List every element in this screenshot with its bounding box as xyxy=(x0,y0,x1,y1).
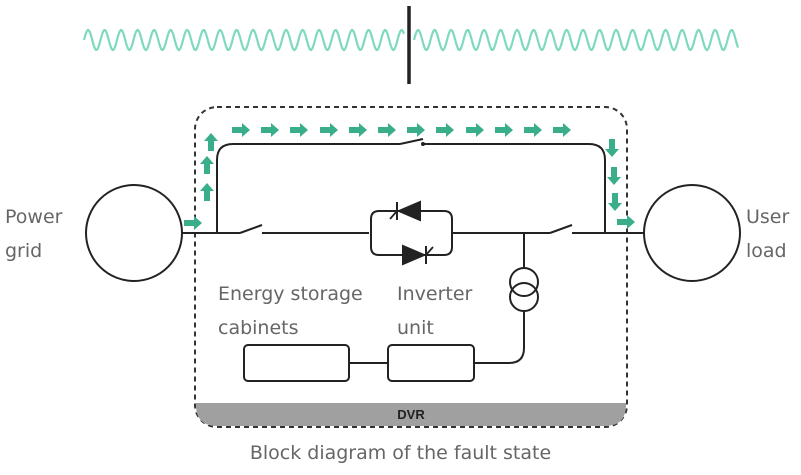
flow-arrow-top xyxy=(436,123,454,137)
transformer-coil-top xyxy=(509,267,539,297)
flow-arrow-top xyxy=(232,123,250,137)
flow-arrow-top xyxy=(261,123,279,137)
flow-arrow-entry xyxy=(184,216,202,230)
voltage-wave-left xyxy=(82,28,406,52)
power-grid-label: Power grid xyxy=(5,206,63,262)
flow-arrow-top xyxy=(378,123,396,137)
thyristor-frame xyxy=(370,210,453,256)
storage-box xyxy=(243,344,350,382)
flow-arrow-top xyxy=(466,123,484,137)
flow-arrow-top xyxy=(553,123,571,137)
dvr-bar xyxy=(196,403,626,426)
thyristor-top xyxy=(396,200,421,222)
flow-arrow-up-2 xyxy=(200,156,214,174)
diagram-caption: Block diagram of the fault state xyxy=(249,442,552,464)
flow-arrow-top xyxy=(407,123,425,137)
flow-arrow-up-1 xyxy=(200,183,214,201)
flow-arrow-top xyxy=(349,123,367,137)
bypass-line xyxy=(216,143,400,233)
flow-arrow-down-1 xyxy=(605,139,619,157)
flow-arrow-top xyxy=(524,123,542,137)
power-grid-circle xyxy=(85,184,183,282)
flow-arrow-top xyxy=(495,123,513,137)
bypass-line-right xyxy=(423,143,606,233)
flow-arrow-down-3 xyxy=(608,193,622,211)
energy-storage-label: Energy storage cabinets xyxy=(218,283,363,339)
transformer-to-inverter xyxy=(474,311,525,364)
dvr-enclosure xyxy=(194,106,628,428)
flow-arrow-corner xyxy=(204,133,218,151)
user-load-label: User load xyxy=(746,206,790,262)
current-flow-path xyxy=(184,123,635,230)
flow-arrow-top xyxy=(290,123,308,137)
user-load-circle xyxy=(643,184,741,282)
dvr-label: DVR xyxy=(397,407,425,422)
inverter-label: Inverter unit xyxy=(397,283,473,339)
inverter-box xyxy=(387,344,475,382)
thyristor-top-gate xyxy=(389,210,398,220)
left-switch xyxy=(239,224,263,234)
flow-arrow-exit xyxy=(617,215,635,229)
bypass-switch xyxy=(399,138,424,145)
thyristor-bottom xyxy=(402,244,427,266)
thyristor-bottom-gate xyxy=(425,246,434,256)
flow-arrow-top xyxy=(320,123,338,137)
flow-arrow-down-2 xyxy=(607,167,621,185)
voltage-wave-right xyxy=(412,28,740,52)
right-switch xyxy=(549,224,573,234)
